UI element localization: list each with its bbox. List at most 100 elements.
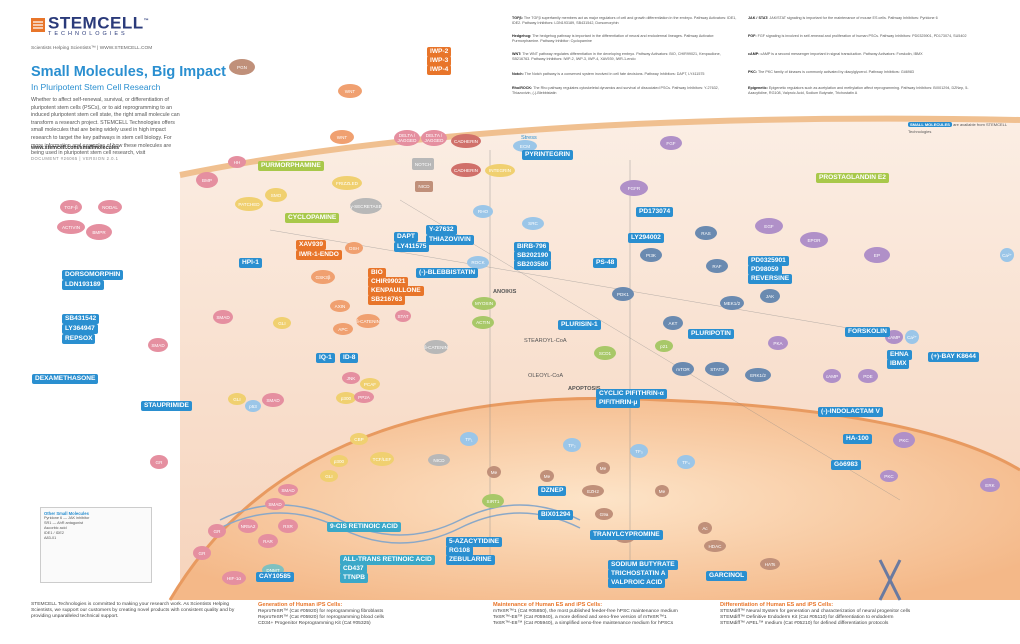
mol-ldn193189: LDN193189 bbox=[62, 280, 104, 290]
intro-link[interactable]: www.stemcell.com/smallmolecules bbox=[31, 145, 120, 151]
node-myosin: MYOSIN bbox=[472, 297, 496, 310]
node-smad-n: SMAD bbox=[278, 484, 298, 496]
mol-pd98059: PD98059 bbox=[748, 265, 782, 275]
mol-sb431542: SB431542 bbox=[62, 314, 100, 324]
brand-tm: ™ bbox=[143, 18, 150, 24]
node-pcaf: PCAF bbox=[360, 378, 380, 390]
node-p53: p53 bbox=[245, 400, 261, 412]
tagline-row: Scientists Helping Scientists™ | WWW.STE… bbox=[31, 46, 153, 51]
mol-bio: BIO bbox=[368, 268, 386, 278]
node-tcf: TCF/LEF bbox=[370, 452, 394, 466]
node-nicd-n: NICD bbox=[428, 454, 450, 466]
footer-generation-item: ReproTeSR™ (Cat #05920) for reprogrammin… bbox=[258, 615, 385, 620]
footer-maintenance-item: mTeSR™1 (Cat #05850), the most published… bbox=[493, 609, 678, 614]
footer-generation-title: Generation of Human iPS Cells: bbox=[258, 602, 343, 608]
node-gr-3: GR bbox=[193, 546, 211, 560]
mol-ttnpb: TTNPB bbox=[340, 573, 368, 583]
mol-garcinol: GARCINOL bbox=[706, 571, 748, 581]
node-gli-n: GLI bbox=[320, 470, 338, 482]
node-g9a: G9a bbox=[595, 508, 613, 520]
node-nodal: NODAL bbox=[98, 200, 122, 214]
mol-thiazovivin: THIAZOVIVIN bbox=[426, 235, 474, 245]
mol-sodium-butyrate: SODIUM BUTYRATE bbox=[608, 560, 678, 570]
mol-xav939: XAV939 bbox=[296, 240, 327, 250]
node-stat: STAT3 bbox=[705, 362, 729, 376]
mol-ehna: EHNA bbox=[887, 350, 912, 360]
mol-ibmx: IBMX bbox=[887, 359, 910, 369]
node-smad-n2: SMAD bbox=[265, 498, 285, 510]
brand-url[interactable]: WWW.STEMCELL.COM bbox=[99, 46, 153, 51]
node-stat3: STAT bbox=[395, 310, 411, 322]
node-rar: RAR bbox=[258, 534, 278, 548]
node-sirt: SIRT1 bbox=[482, 494, 504, 508]
node-gamma-secretase: γ-SECRETASE bbox=[350, 198, 382, 214]
mol-forskolin: FORSKOLIN bbox=[845, 327, 890, 337]
footer-differentiation-item: STEMdiff™ Definitive Endoderm Kit (Cat #… bbox=[720, 615, 894, 620]
node-delta-2: DELTA / JAGGED bbox=[421, 130, 447, 146]
mol-9-cis-retinoic-acid: 9-CIS RETINOIC ACID bbox=[327, 522, 401, 532]
mol-sb202190: SB202190 bbox=[514, 251, 552, 261]
mol-ly294002: LY294002 bbox=[628, 233, 664, 243]
node-rxr: RXR bbox=[278, 519, 298, 533]
footer-maintenance: Maintenance of Human ES and iPS Cells: m… bbox=[493, 602, 713, 627]
document-number: DOCUMENT #26065 | VERSION 2.0.1 bbox=[31, 156, 119, 161]
mol-ha-100: HA-100 bbox=[843, 434, 872, 444]
node-smo: SMO bbox=[265, 188, 287, 202]
node-tgfb: TGF-β bbox=[60, 200, 82, 214]
mol-iq-1: IQ-1 bbox=[316, 353, 335, 363]
mol-zebularine: ZEBULARINE bbox=[446, 555, 495, 565]
legend-epigenetic: Epigenetic: Epigenetic regulators such a… bbox=[748, 86, 969, 95]
legend-tgfb: TGFβ: The TGFβ superfamily members act a… bbox=[512, 16, 737, 25]
node-apc: APC bbox=[333, 323, 353, 335]
node-tfs: TF₁ bbox=[460, 432, 478, 446]
mol-prostaglandin-e2: PROSTAGLANDIN E2 bbox=[816, 173, 889, 183]
mol-pd0325901: PD0325901 bbox=[748, 256, 789, 266]
node-camp-2: cAMP bbox=[823, 369, 841, 383]
node-mtor: mTOR bbox=[672, 362, 694, 376]
node-p21: p21 bbox=[655, 340, 673, 352]
legend-notch: Notch: The Notch pathway is a conserved … bbox=[512, 72, 705, 76]
mol-tranylcypromine: TRANYLCYPROMINE bbox=[590, 530, 663, 540]
other-item: SR1 — AhR antagonist bbox=[44, 521, 84, 525]
mol-trichostatin-a: TRICHOSTATIN A bbox=[608, 569, 669, 579]
node-axin: AXIN bbox=[330, 300, 350, 312]
page-subtitle: In Pluripotent Stem Cell Research bbox=[31, 82, 161, 92]
node-cbp: CBP bbox=[350, 433, 368, 445]
footer-maintenance-title: Maintenance of Human ES and iPS Cells: bbox=[493, 602, 603, 608]
legend-jak: JAK / STAT: JAK/STAT signaling is import… bbox=[748, 16, 938, 20]
node-cadherin-2: CADHERIN bbox=[451, 163, 481, 177]
mol-stauprimide: STAUPRIMIDE bbox=[141, 401, 192, 411]
mol-rg108: RG108 bbox=[446, 546, 473, 556]
mol-pluripotin: PLURIPOTIN bbox=[688, 329, 734, 339]
legend-rho: Rho/ROCK: The Rho pathway regulates cyto… bbox=[512, 86, 719, 95]
label-stearoyl: STEAROYL-CoA bbox=[524, 338, 567, 344]
node-ep-receptor: EP bbox=[864, 247, 890, 263]
mol-purmorphamine: PURMORPHAMINE bbox=[258, 161, 324, 171]
node-cadherin: CADHERIN bbox=[451, 134, 481, 148]
badge-note: are available from STEMCELL Technologies bbox=[908, 122, 1007, 134]
tagline: Scientists Helping Scientists™ bbox=[31, 46, 96, 51]
availability-note: SMALL MOLECULES are available from STEMC… bbox=[908, 121, 1020, 134]
legend-pkc: PKC: The PKC family of kinases is common… bbox=[748, 70, 914, 74]
node-mek: MEK1/2 bbox=[720, 296, 744, 310]
node-ecm: ECM bbox=[513, 140, 537, 152]
footer-maintenance-item: TeSR™-E8™ (Cat #05940), a more defined a… bbox=[493, 615, 667, 620]
mol-hpi-1: HPI-1 bbox=[239, 258, 262, 268]
node-smad-2: SMAD bbox=[148, 338, 168, 352]
node-me: Me bbox=[487, 466, 501, 478]
brand-name: STEMCELL bbox=[48, 13, 144, 33]
mol-sb216763: SB216763 bbox=[368, 295, 406, 305]
node-erk-n: ERK bbox=[980, 478, 1000, 492]
node-fgfr: FGFR bbox=[620, 180, 648, 196]
node-gli-2: GLI bbox=[228, 393, 246, 405]
label-oleoyl: OLEOYL-CoA bbox=[528, 373, 564, 379]
node-me-3: Me bbox=[596, 462, 610, 474]
other-molecules-title: Other Small Molecules bbox=[44, 511, 89, 516]
node-nicd: NICD bbox=[415, 181, 433, 192]
node-pp2a: PP2A bbox=[354, 391, 374, 403]
node-gsk: GSK3β bbox=[311, 270, 335, 284]
footer-generation-item: ReproTeSR™ (Cat #05920) for reprogrammin… bbox=[258, 609, 384, 614]
node-activin: ACTIVIN bbox=[57, 220, 85, 234]
mol-ly364947: LY364947 bbox=[62, 324, 98, 334]
node-gr: GR bbox=[208, 524, 226, 538]
